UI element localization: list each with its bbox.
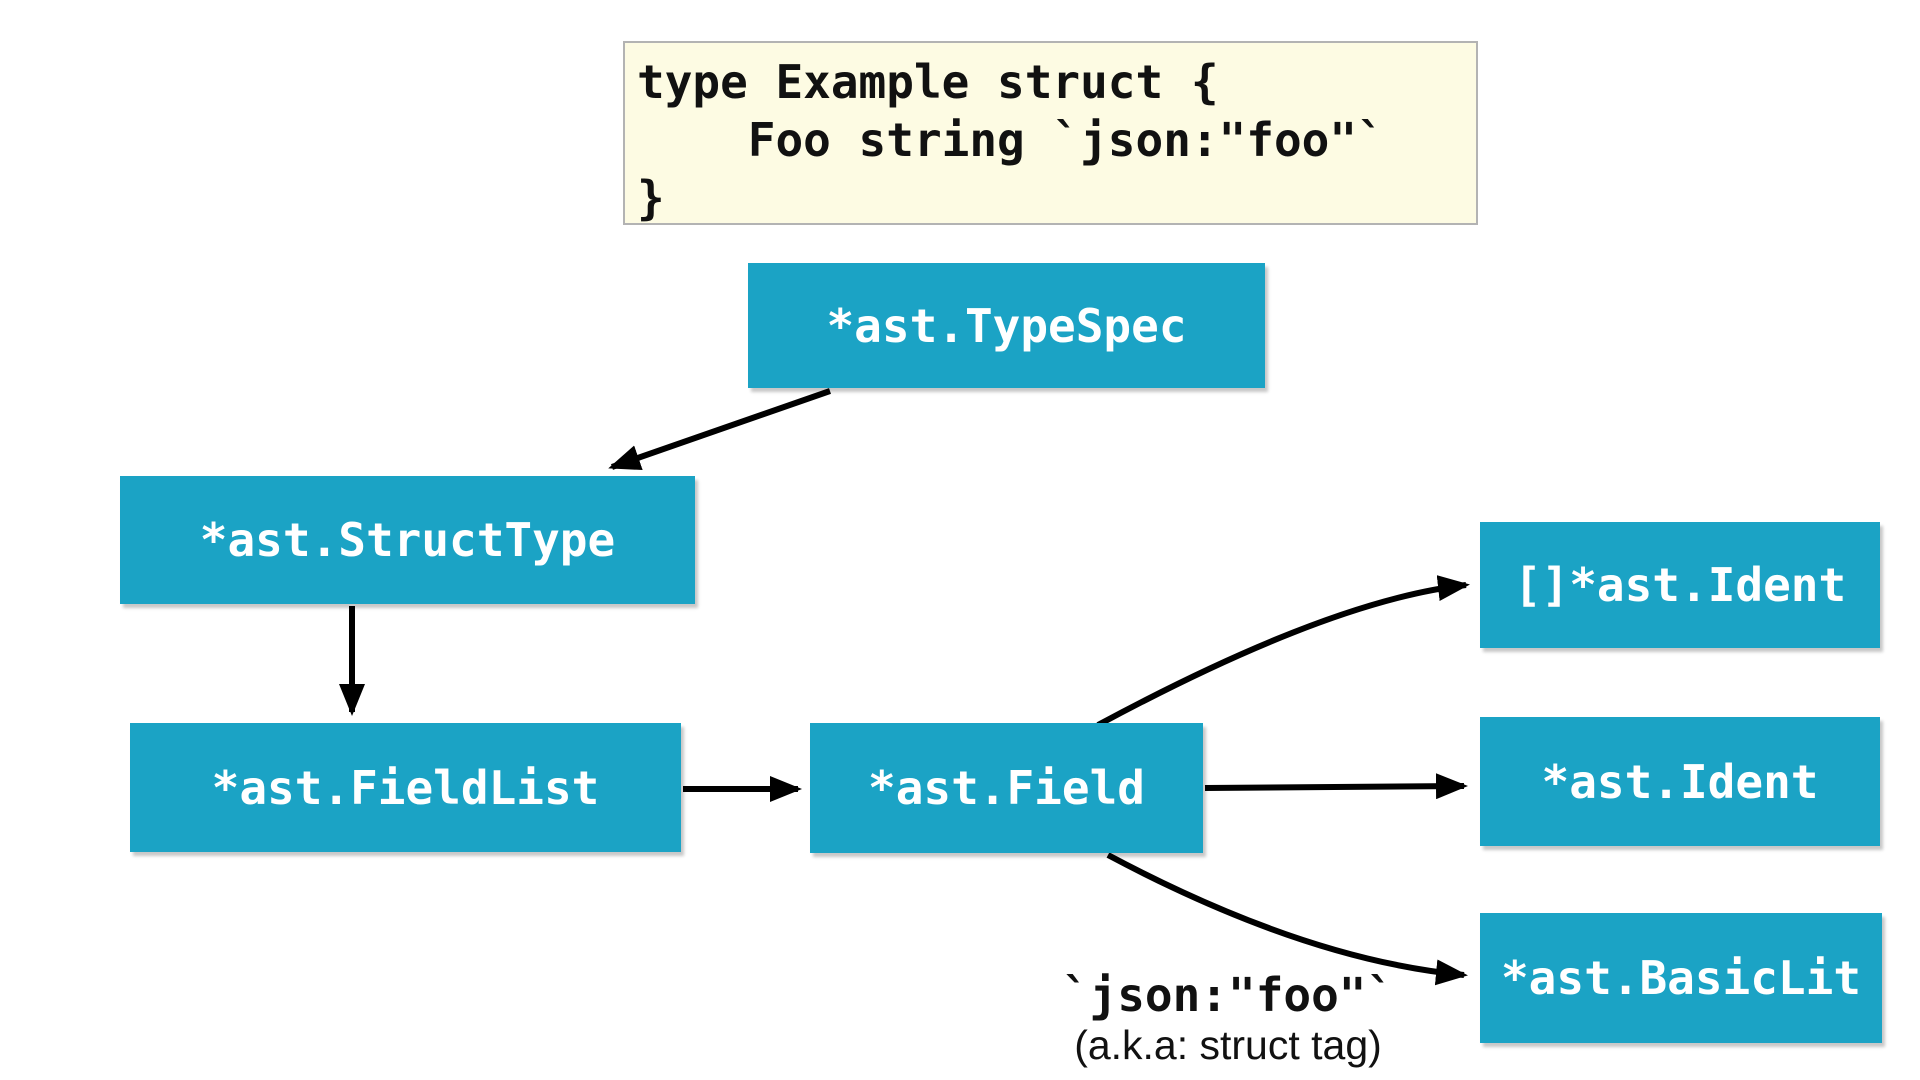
- struct-tag-annotation-subtitle: (a.k.a: struct tag): [1074, 1022, 1382, 1068]
- code-line-2: Foo string `json:"foo"`: [637, 113, 1385, 167]
- edge-field-identlist: [1096, 575, 1470, 728]
- edge-field-ident: [1204, 773, 1468, 800]
- node-ast-ident: *ast.Ident: [1480, 717, 1880, 846]
- code-line-3: }: [637, 171, 665, 225]
- edge-typespec-structtype: [608, 388, 831, 471]
- code-line-1: type Example struct {: [637, 55, 1219, 109]
- node-ast-ident-list: []*ast.Ident: [1480, 522, 1880, 648]
- node-ast-structtype: *ast.StructType: [120, 476, 695, 604]
- edge-field-basiclit: [1106, 852, 1468, 986]
- code-snippet-box: type Example struct { Foo string `json:"…: [623, 41, 1478, 225]
- node-ast-fieldlist: *ast.FieldList: [130, 723, 681, 852]
- node-ast-field: *ast.Field: [810, 723, 1203, 853]
- node-ast-basiclit: *ast.BasicLit: [1480, 913, 1882, 1043]
- struct-tag-annotation: `json:"foo"`: [1061, 968, 1395, 1022]
- node-ast-typespec: *ast.TypeSpec: [748, 263, 1265, 388]
